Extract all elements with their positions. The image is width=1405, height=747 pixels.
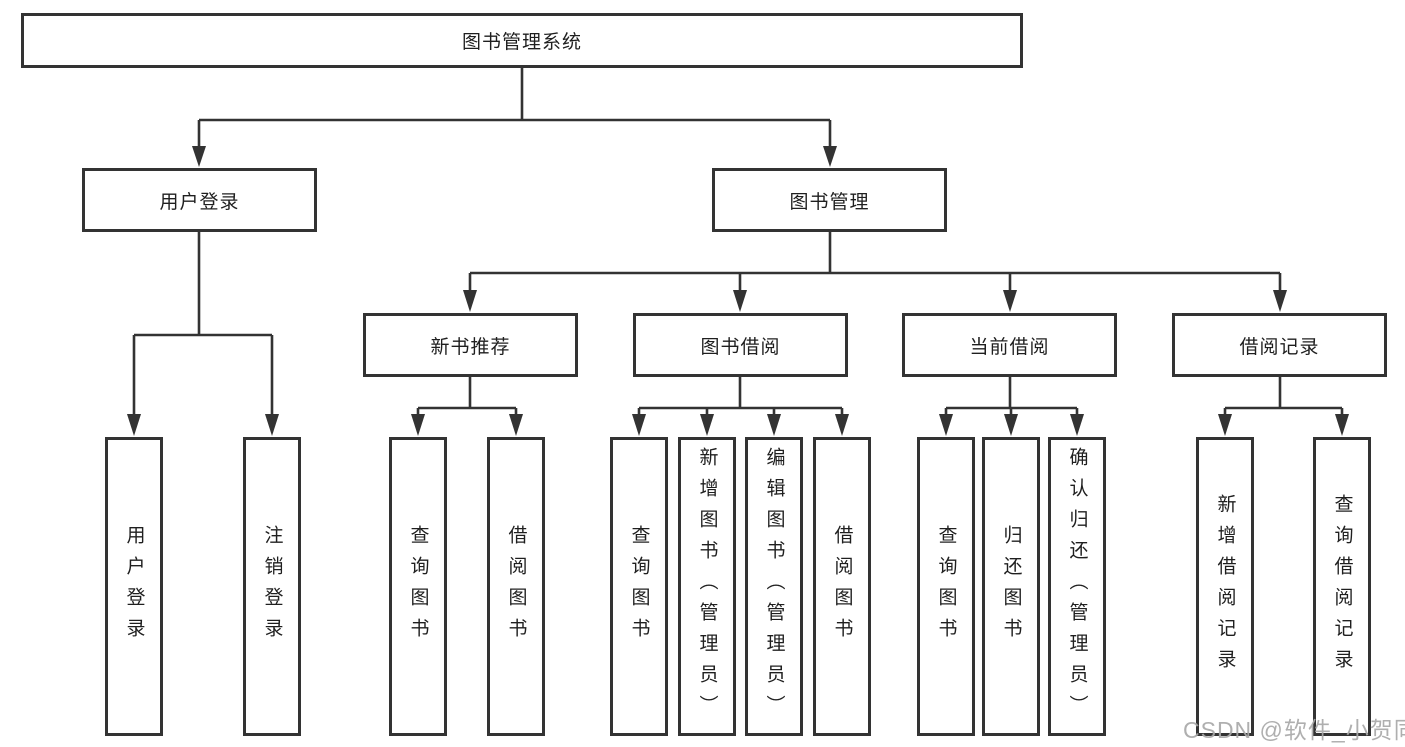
leaf-edit-books-admin: 编辑图书（管理员） xyxy=(745,437,803,736)
node-root-system: 图书管理系统 xyxy=(21,13,1023,68)
node-current-borrowing-label: 当前借阅 xyxy=(969,336,1050,358)
edge-arrowheads xyxy=(127,146,1349,436)
leaf-add-books-admin: 新增图书（管理员） xyxy=(678,437,736,736)
node-user-login-label: 用户登录 xyxy=(159,191,240,213)
leaf-recommend-borrow-books-label: 借阅图书 xyxy=(505,524,527,649)
leaf-logout-label: 注销登录 xyxy=(261,524,283,649)
leaf-edit-books-admin-label: 编辑图书（管理员） xyxy=(763,447,785,726)
leaf-borrowing-query-books: 查询图书 xyxy=(610,437,668,736)
leaf-current-query-books: 查询图书 xyxy=(917,437,975,736)
leaf-add-borrow-record: 新增借阅记录 xyxy=(1196,437,1254,736)
node-borrowing-records-label: 借阅记录 xyxy=(1239,336,1320,358)
leaf-query-borrow-record-label: 查询借阅记录 xyxy=(1331,493,1353,680)
csdn-watermark: CSDN @软件_小贺同学 xyxy=(1183,717,1405,743)
leaf-recommend-query-books-label: 查询图书 xyxy=(407,524,429,649)
leaf-recommend-borrow-books: 借阅图书 xyxy=(487,437,545,736)
leaf-add-borrow-record-label: 新增借阅记录 xyxy=(1214,493,1236,680)
leaf-borrow-books: 借阅图书 xyxy=(813,437,871,736)
leaf-user-login-label: 用户登录 xyxy=(123,524,145,649)
leaf-confirm-return-admin: 确认归还（管理员） xyxy=(1048,437,1106,736)
leaf-return-books: 归还图书 xyxy=(982,437,1040,736)
leaf-borrowing-query-books-label: 查询图书 xyxy=(628,524,650,649)
node-root-system-label: 图书管理系统 xyxy=(461,32,582,53)
node-current-borrowing: 当前借阅 xyxy=(902,313,1117,377)
leaf-query-borrow-record: 查询借阅记录 xyxy=(1313,437,1371,736)
node-new-book-recommendation-label: 新书推荐 xyxy=(430,336,511,358)
leaf-current-query-books-label: 查询图书 xyxy=(935,524,957,649)
leaf-return-books-label: 归还图书 xyxy=(1000,524,1022,649)
node-borrowing-records: 借阅记录 xyxy=(1172,313,1387,377)
node-book-management-label: 图书管理 xyxy=(789,191,870,213)
leaf-user-login: 用户登录 xyxy=(105,437,163,736)
node-book-borrowing-label: 图书借阅 xyxy=(700,336,781,358)
node-user-login: 用户登录 xyxy=(82,168,317,232)
leaf-logout: 注销登录 xyxy=(243,437,301,736)
leaf-add-books-admin-label: 新增图书（管理员） xyxy=(696,447,718,726)
leaf-confirm-return-admin-label: 确认归还（管理员） xyxy=(1066,447,1088,726)
leaf-borrow-books-label: 借阅图书 xyxy=(831,524,853,649)
node-book-borrowing: 图书借阅 xyxy=(633,313,848,377)
node-new-book-recommendation: 新书推荐 xyxy=(363,313,578,377)
leaf-recommend-query-books: 查询图书 xyxy=(389,437,447,736)
node-book-management: 图书管理 xyxy=(712,168,947,232)
